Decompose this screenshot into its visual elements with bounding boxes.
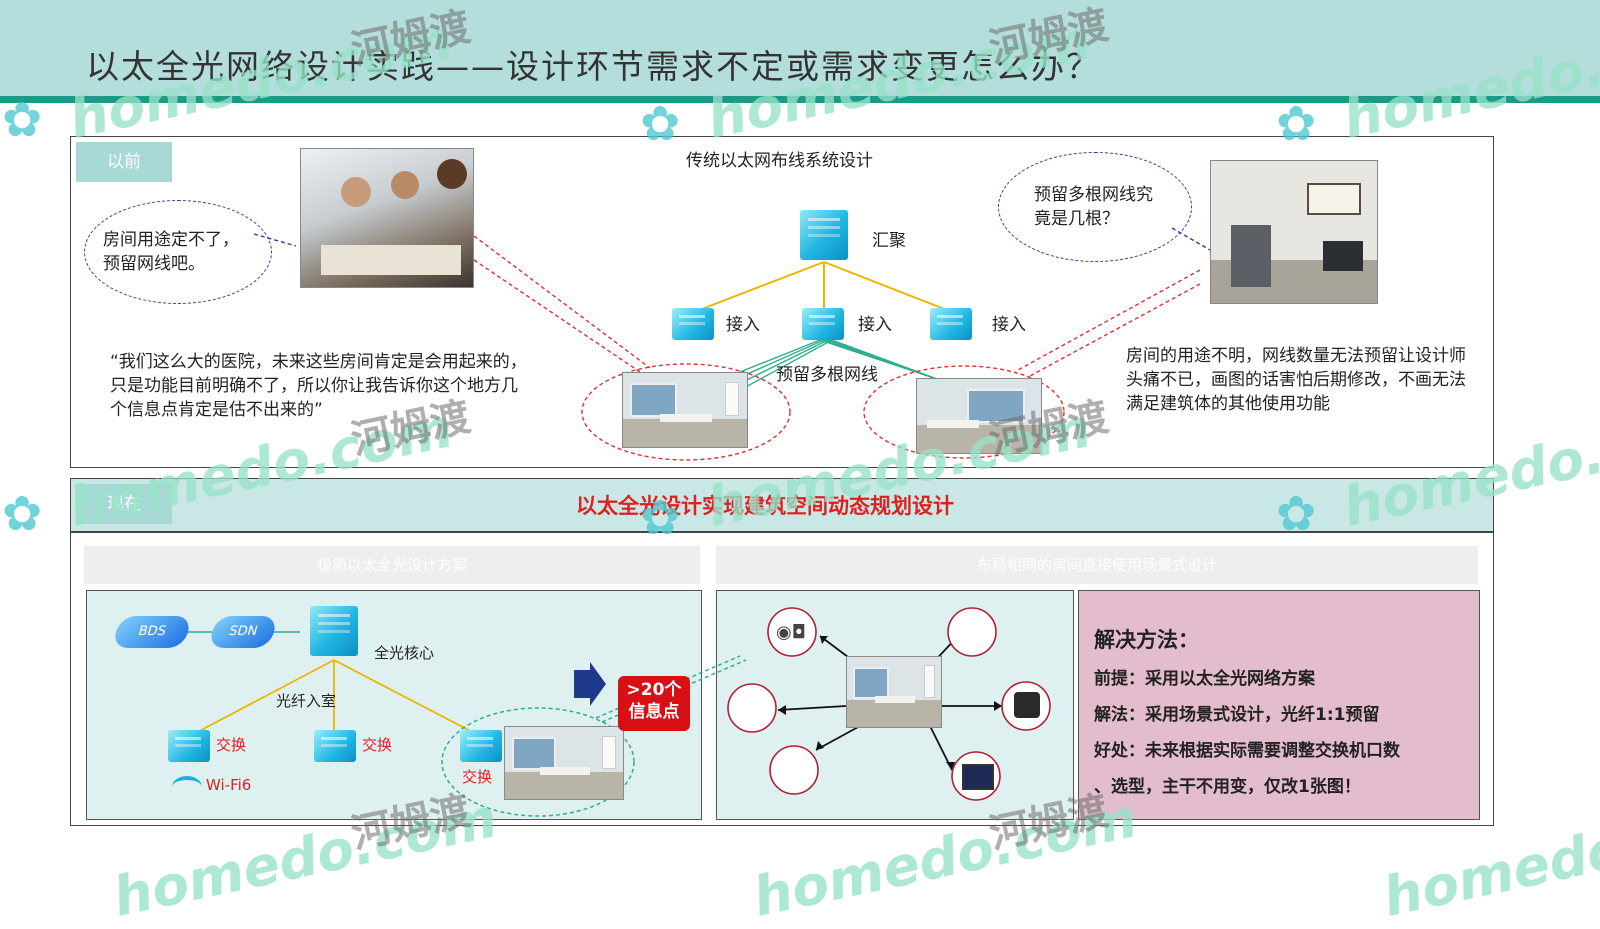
clinic-room-photo — [1210, 160, 1378, 304]
switch-label-2: 交换 — [362, 736, 393, 754]
method-label: 解法： — [1094, 705, 1145, 725]
solution-benefit: 好处：未来根据实际需要调整交换机口数 — [1094, 736, 1400, 761]
room-photo-left — [622, 372, 748, 448]
before-problem-text: 房间的用途不明，网线数量无法预留让设计师头痛不已，画图的话害怕后期修改，不画无法… — [1126, 346, 1466, 414]
room-photo-scheme — [504, 726, 624, 800]
solution-premise: 前提：采用以太全光网络方案 — [1094, 664, 1315, 689]
benefit-label: 好处： — [1094, 741, 1145, 761]
left-scheme-header: 极简以太全光设计方案 — [84, 546, 700, 584]
before-diagram-title: 传统以太网布线系统设计 — [686, 151, 873, 171]
all-optical-core-label: 全光核心 — [374, 644, 435, 662]
fiber-to-room-label: 光纤入室 — [276, 692, 337, 710]
camera-icon: ◉◘ — [776, 622, 806, 643]
speech-bubble-right-text: 预留多根网线究竟是几根？ — [1034, 185, 1153, 229]
now-topology-lines — [186, 607, 1051, 817]
speech-bubble-right: 预留多根网线究竟是几根？ — [998, 152, 1192, 262]
access-switch-icon — [802, 308, 844, 340]
header-divider — [0, 96, 1600, 103]
client-quote: “我们这么大的医院，未来这些房间肯定是会用起来的，只是功能目前明确不了，所以你让… — [110, 352, 527, 420]
benefit-text-1: 未来根据实际需要调整交换机口数 — [1145, 741, 1400, 761]
team-meeting-photo — [300, 148, 474, 288]
solution-method: 解法：采用场景式设计，光纤1:1预留 — [1094, 700, 1379, 725]
brand-flower-icon: ✿ — [640, 490, 681, 546]
speech-bubble-left-text: 房间用途定不了，预留网线吧。 — [103, 230, 239, 274]
brand-flower-icon: ✿ — [1276, 486, 1317, 542]
premise-text: 采用以太全光网络方案 — [1145, 669, 1315, 689]
switch-label-1: 交换 — [216, 736, 247, 754]
brand-flower-icon: ✿ — [640, 96, 681, 152]
switch-label-3: 交换 — [462, 768, 493, 786]
access-label-3: 接入 — [992, 315, 1026, 335]
brand-flower-icon: ✿ — [2, 486, 43, 542]
projector-icon — [1014, 692, 1040, 718]
aggregation-switch-icon — [800, 210, 848, 260]
solution-title: 解决方法： — [1094, 628, 1199, 652]
switch-icon — [168, 730, 210, 762]
method-text: 采用场景式设计，光纤1:1预留 — [1145, 705, 1380, 725]
scene-room-photo — [846, 656, 942, 728]
premise-label: 前提： — [1094, 669, 1145, 689]
before-tag: 以前 — [76, 142, 172, 182]
wifi-icon — [172, 776, 202, 798]
switch-icon — [460, 730, 502, 762]
now-tag: 现在 — [76, 484, 172, 524]
speech-bubble-left: 房间用途定不了，预留网线吧。 — [84, 200, 272, 304]
switch-icon — [314, 730, 356, 762]
all-optical-core-icon — [310, 606, 358, 656]
brand-flower-icon: ✿ — [1276, 96, 1317, 152]
slide-title: 以太全光网络设计实践——设计环节需求不定或需求变更怎么办？ — [86, 47, 1101, 86]
wifi6-label: Wi-Fi6 — [206, 776, 252, 794]
access-switch-icon — [930, 308, 972, 340]
info-points-badge: >20个 信息点 — [618, 676, 690, 731]
solution-box — [1078, 590, 1480, 820]
room-photo-right — [916, 378, 1042, 454]
right-scheme-header: 布局相同的房间直接使用场景式设计 — [716, 546, 1478, 584]
aggregation-label: 汇聚 — [872, 231, 906, 251]
solution-benefit-line-2: 、选型，主干不用变，仅改1张图！ — [1094, 777, 1361, 797]
bds-node: BDS — [111, 616, 193, 648]
slide-header — [0, 0, 1600, 96]
access-label-2: 接入 — [858, 315, 892, 335]
access-label-1: 接入 — [726, 315, 760, 335]
now-title-bar — [70, 478, 1494, 532]
now-title: 以太全光设计实现建筑空间动态规划设计 — [576, 494, 954, 518]
access-switch-icon — [672, 308, 714, 340]
display-screen-icon — [962, 764, 994, 790]
brand-flower-icon: ✿ — [2, 92, 43, 148]
cable-label: 预留多根网线 — [776, 365, 878, 385]
